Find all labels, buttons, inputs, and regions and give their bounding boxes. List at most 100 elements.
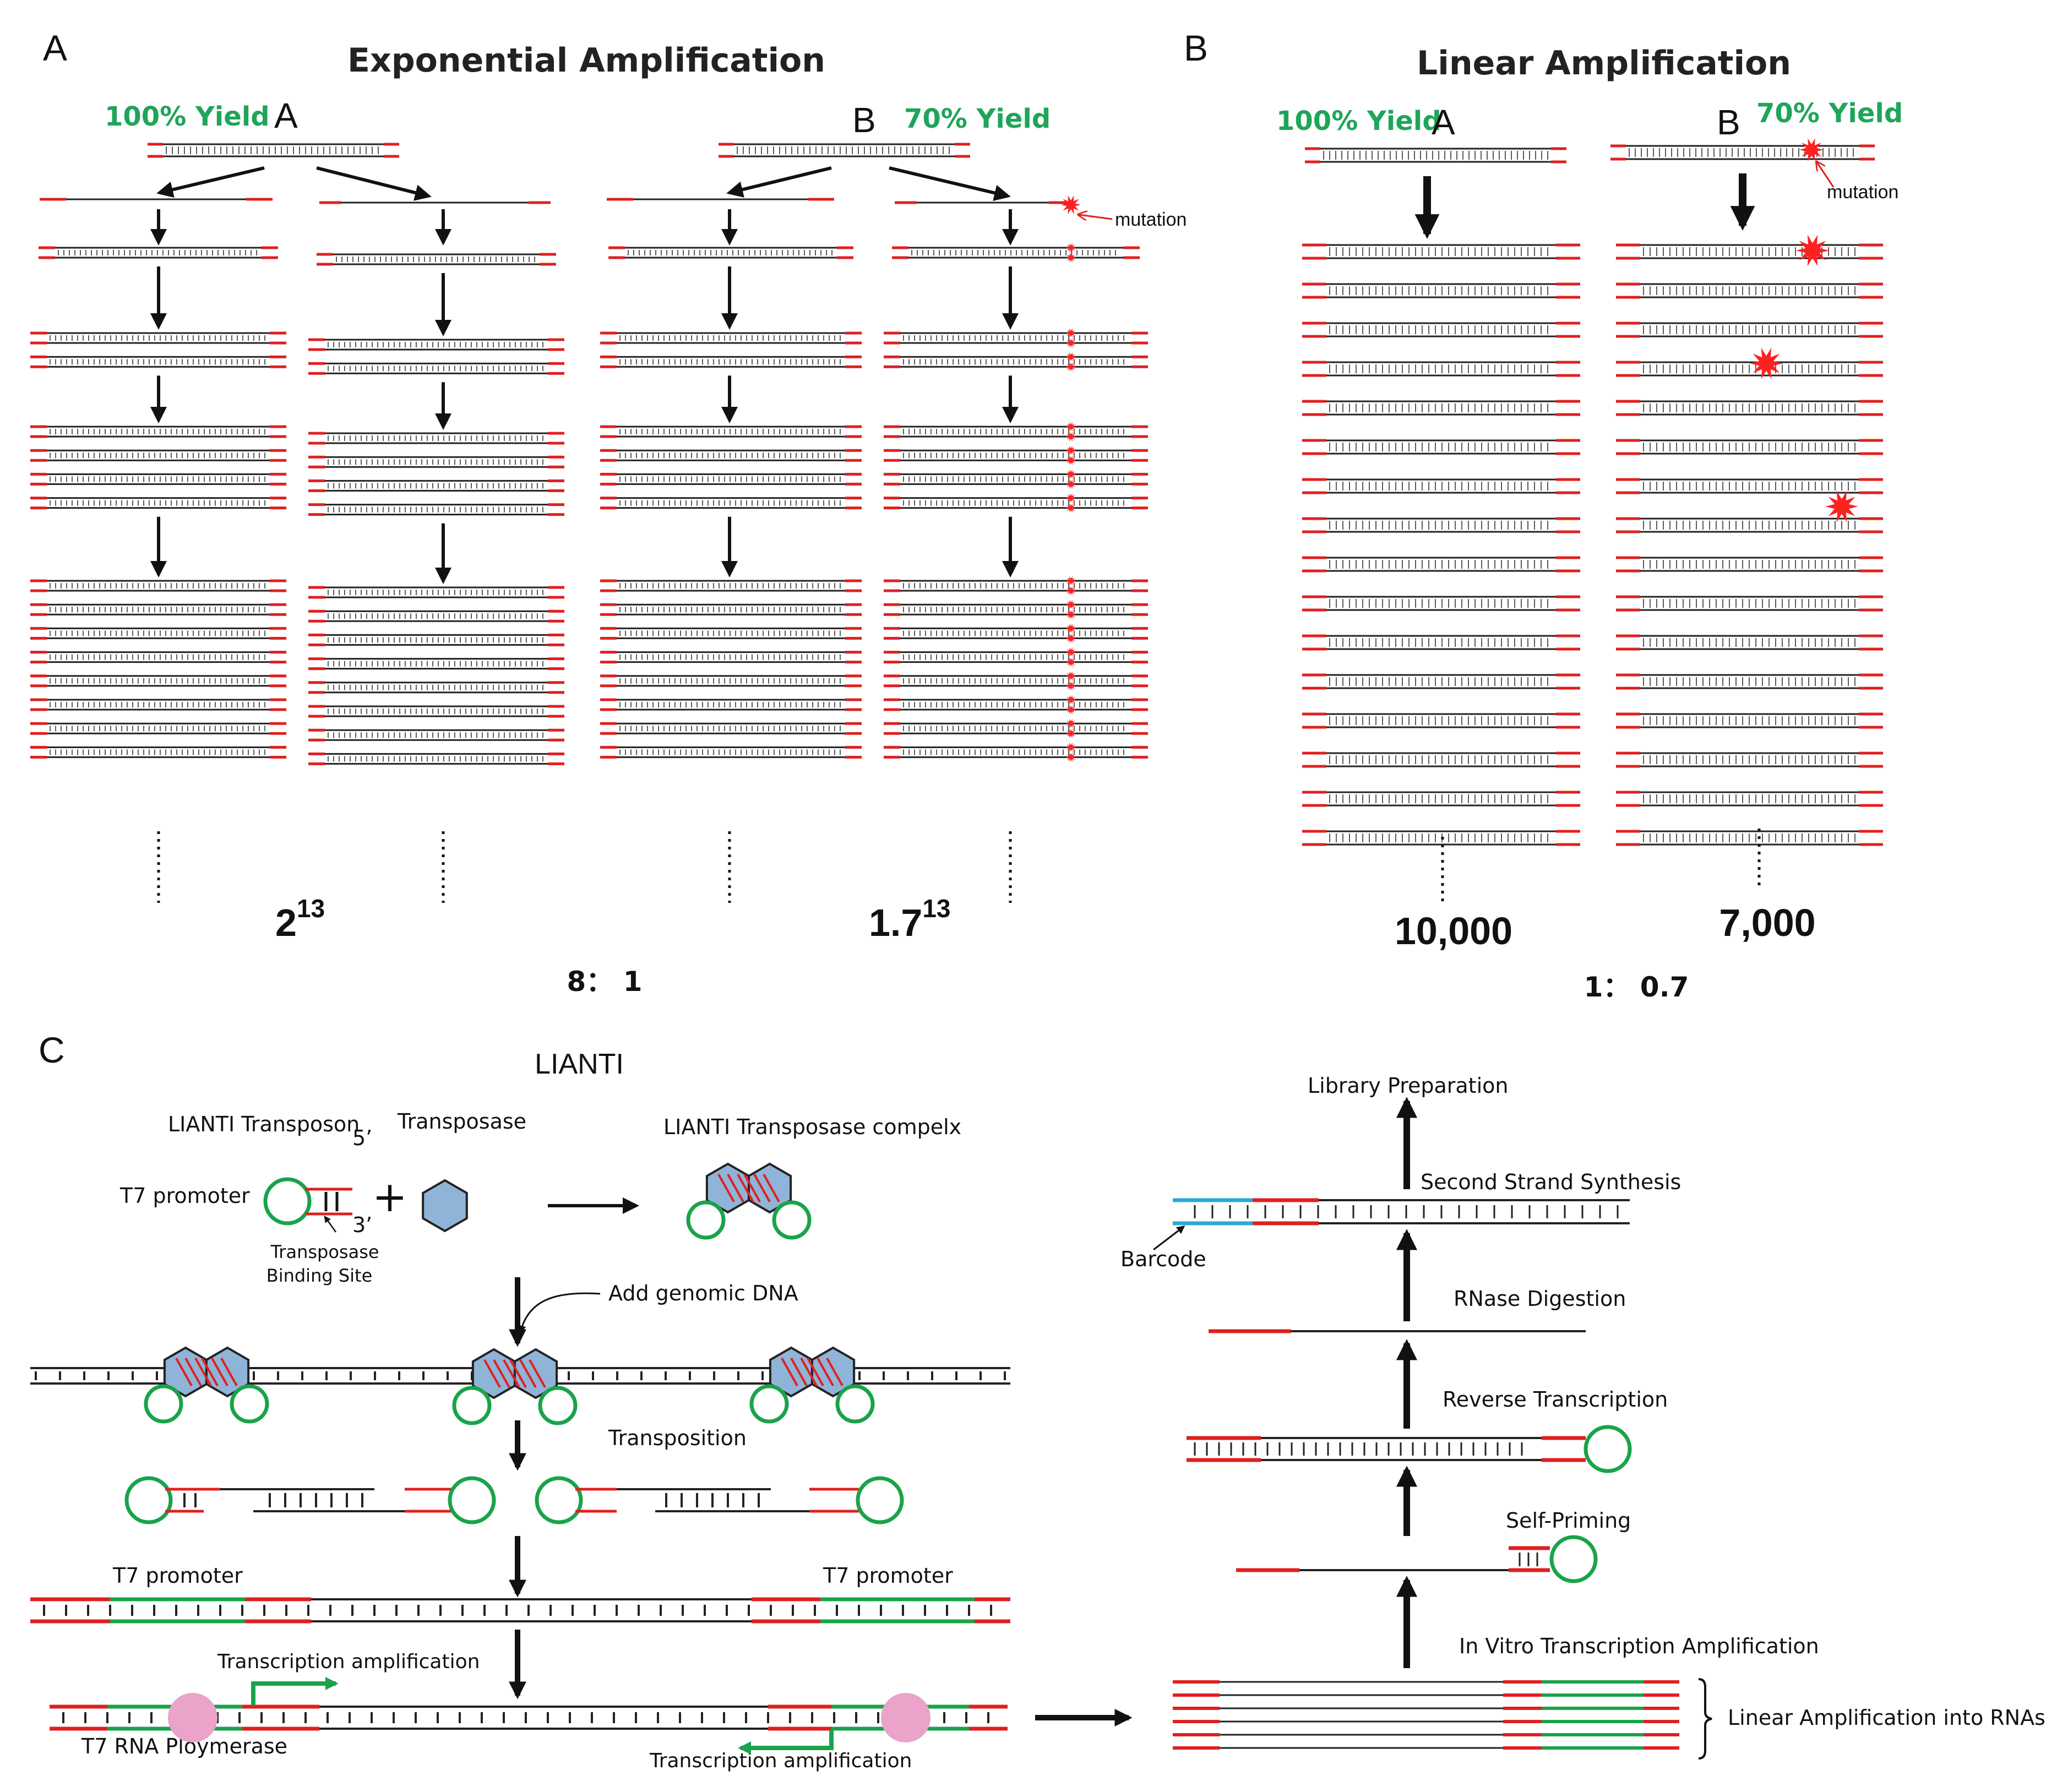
mutation-star bbox=[1066, 576, 1076, 586]
base-pair-ticks bbox=[903, 583, 1124, 589]
fragment-ticks bbox=[183, 1493, 197, 1507]
lianti-diagram bbox=[30, 1097, 1712, 1760]
self-priming-loop bbox=[1549, 1535, 1598, 1583]
amplified-dna bbox=[30, 425, 286, 438]
transcription-arrow bbox=[738, 1730, 834, 1755]
base-pair-ticks bbox=[328, 459, 543, 465]
t7-hairpin-loop bbox=[230, 1384, 269, 1424]
base-pair-ticks bbox=[1643, 404, 1855, 412]
amplified-dna bbox=[317, 253, 556, 266]
base-pair-ticks bbox=[50, 678, 265, 684]
panel-a-letter: A bbox=[43, 28, 67, 68]
base-pair-ticks bbox=[903, 630, 1124, 636]
parent-dna-linear-b bbox=[1610, 144, 1875, 161]
mutation-star bbox=[1066, 503, 1076, 513]
transcription-arrow bbox=[251, 1677, 339, 1706]
amplified-dna bbox=[30, 472, 286, 486]
amplified-dna bbox=[600, 603, 862, 616]
base-pair-ticks bbox=[903, 453, 1124, 459]
complex-strand bbox=[727, 1174, 744, 1202]
amplified-dna bbox=[600, 698, 862, 711]
linear-copy-a bbox=[1302, 478, 1580, 494]
base-pair-ticks bbox=[737, 146, 950, 154]
transcription-amp-bottom-label: Transcription amplification bbox=[649, 1750, 912, 1772]
base-pair-ticks bbox=[1643, 794, 1855, 803]
amplified-dna bbox=[308, 479, 564, 492]
amplified-dna bbox=[30, 355, 286, 368]
base-pair-ticks bbox=[1329, 716, 1548, 725]
base-pair-ticks bbox=[1643, 677, 1855, 686]
complex-strand bbox=[220, 1358, 238, 1386]
base-pair-ticks bbox=[50, 583, 265, 589]
mutation-star bbox=[1066, 338, 1076, 348]
base-pair-ticks bbox=[1329, 560, 1548, 569]
amplified-dna bbox=[308, 728, 564, 742]
base-pair-ticks bbox=[328, 637, 543, 643]
three-prime-label: 3’ bbox=[352, 1213, 372, 1237]
base-pair-ticks bbox=[619, 630, 841, 636]
fragment-ticks bbox=[665, 1493, 760, 1507]
t7-rna-polymerase bbox=[168, 1693, 217, 1742]
base-pair-ticks bbox=[50, 429, 265, 434]
t7-rna-polymerase bbox=[881, 1693, 931, 1742]
base-pair-ticks bbox=[50, 726, 265, 732]
amplified-dna bbox=[600, 627, 862, 640]
linear-copy-b bbox=[1616, 751, 1883, 768]
amplified-dna bbox=[308, 752, 564, 765]
base-pair-ticks bbox=[1329, 404, 1548, 412]
t7-hairpin-loop bbox=[452, 1386, 492, 1425]
panel-c-letter: C bbox=[39, 1030, 65, 1070]
base-pair-ticks bbox=[619, 607, 841, 613]
amplified-dna bbox=[39, 246, 278, 259]
complex-strand bbox=[201, 1358, 219, 1386]
base-pair-ticks bbox=[336, 257, 535, 262]
linear-copy-b bbox=[1616, 830, 1883, 846]
base-pair-ticks bbox=[628, 250, 832, 255]
t7-hairpin-loop bbox=[772, 1200, 812, 1240]
base-pair-ticks bbox=[1643, 638, 1855, 647]
base-pair-ticks bbox=[903, 335, 1124, 341]
base-pair-ticks bbox=[328, 366, 543, 372]
ratio-a: 8： 1 bbox=[567, 966, 643, 998]
fragment-loop bbox=[448, 1476, 496, 1524]
base-pair-ticks bbox=[1329, 325, 1548, 334]
linear-copy-b bbox=[1616, 517, 1883, 533]
linear-yield-a-label: 100% Yield bbox=[1276, 106, 1441, 137]
hairpin-loop bbox=[1584, 1425, 1632, 1473]
base-pair-ticks bbox=[1329, 834, 1548, 842]
base-ticks bbox=[1194, 1442, 1523, 1456]
complex-strand bbox=[717, 1174, 735, 1202]
linear-copy-a bbox=[1302, 712, 1580, 729]
base-pair-ticks bbox=[1643, 443, 1855, 451]
amplified-dna bbox=[30, 674, 286, 688]
base-pair-ticks bbox=[619, 335, 841, 341]
fragment-loop bbox=[856, 1476, 904, 1524]
linear-copy-a bbox=[1302, 751, 1580, 768]
base-pair-ticks bbox=[1643, 599, 1855, 608]
base-pair-ticks bbox=[50, 607, 265, 613]
base-pair-ticks bbox=[903, 678, 1124, 684]
amplified-dna bbox=[600, 472, 862, 486]
amplified-dna bbox=[884, 469, 1148, 489]
amplified-dna bbox=[600, 497, 862, 510]
linear-copy-b bbox=[1616, 322, 1883, 338]
linear-copy-a bbox=[1302, 243, 1580, 260]
base-pair-ticks bbox=[1643, 482, 1855, 491]
base-pair-ticks bbox=[328, 756, 543, 762]
base-pair-ticks bbox=[903, 359, 1124, 365]
t7-hairpin-loop bbox=[686, 1200, 726, 1240]
mutation-star bbox=[1066, 695, 1076, 705]
linear-copy-a bbox=[1302, 517, 1580, 533]
mutation-star bbox=[1061, 195, 1081, 215]
base-pair-ticks bbox=[1629, 148, 1854, 157]
base-pair-ticks bbox=[328, 732, 543, 738]
amplified-dna bbox=[30, 722, 286, 735]
yield-a-label: 100% Yield bbox=[105, 101, 270, 132]
base-ticks bbox=[1519, 1553, 1538, 1566]
t7-hairpin-loop bbox=[144, 1384, 183, 1424]
amplified-dna bbox=[30, 603, 286, 616]
base-pair-ticks bbox=[328, 506, 543, 513]
amplified-dna bbox=[884, 445, 1148, 465]
amplified-dna bbox=[608, 246, 853, 259]
library-preparation-label: Library Preparation bbox=[1308, 1074, 1508, 1098]
